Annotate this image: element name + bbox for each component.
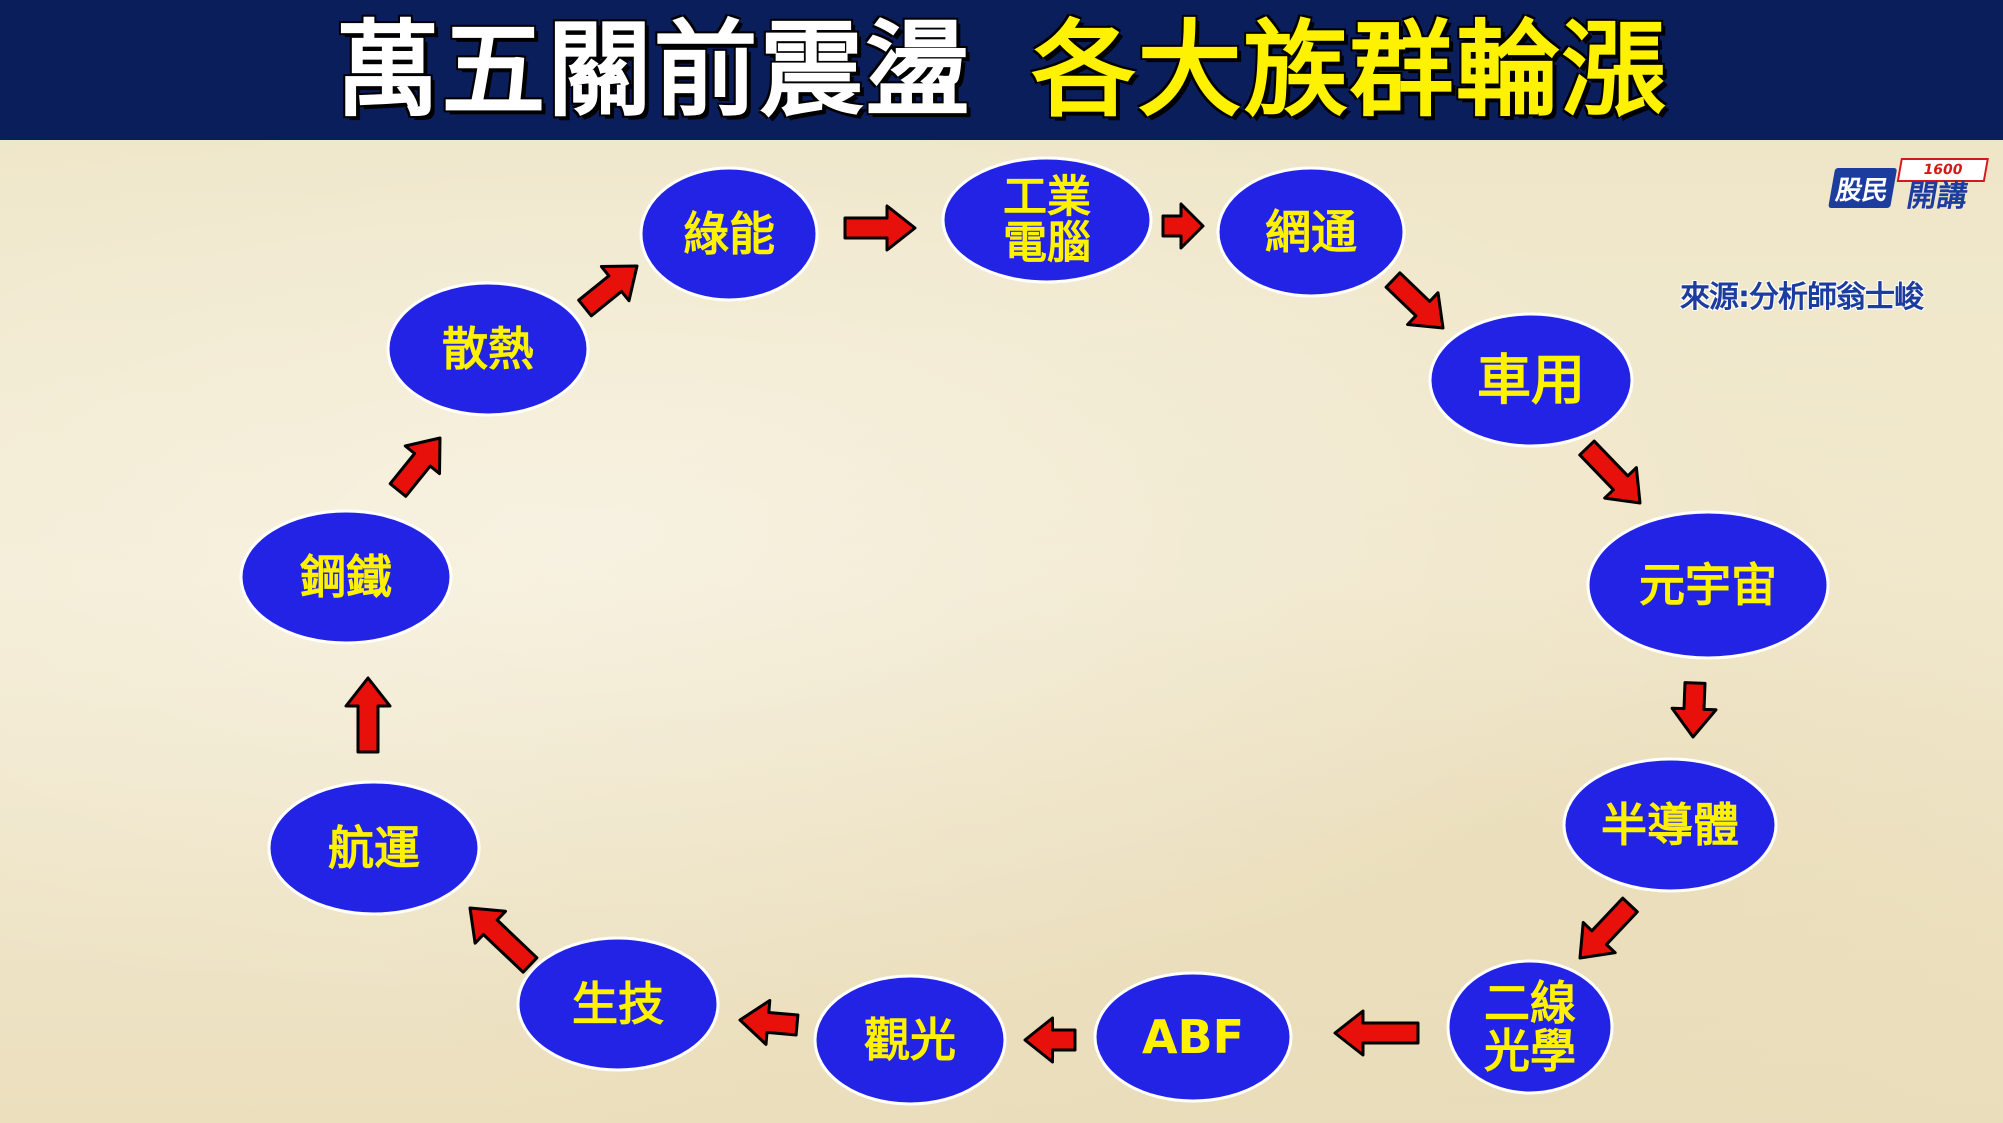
arrow-1: [843, 204, 917, 252]
node-label: 網通: [1265, 205, 1357, 259]
node-metaverse: 元宇宙: [1586, 510, 1830, 660]
node-semiconductor: 半導體: [1562, 757, 1778, 893]
arrow-11: [344, 676, 392, 754]
node-ellipse: [941, 156, 1153, 284]
node-label: 工業: [1003, 171, 1091, 222]
title-part-1: 萬五關前震盪: [335, 9, 972, 131]
node-networking: 網通: [1216, 166, 1406, 298]
arrow-12: [388, 436, 442, 498]
node-label: 元宇宙: [1639, 558, 1777, 612]
node-label: 光學: [1484, 1024, 1576, 1078]
arrow-2: [1161, 202, 1205, 250]
title-part-2: 各大族群輪漲: [1031, 9, 1668, 131]
node-biotech: 生技: [516, 936, 720, 1072]
node-ellipse: [267, 780, 481, 916]
arrow-4: [1578, 439, 1642, 505]
arrow-3: [1384, 271, 1445, 330]
source-credit: 來源:分析師翁士峻: [1680, 280, 1924, 315]
node-ellipse: [1428, 312, 1634, 448]
node-ellipse: [1562, 757, 1778, 893]
arrow-10: [468, 906, 539, 974]
node-ellipse: [386, 281, 590, 417]
node-label: 觀光: [864, 1013, 956, 1067]
node-cooling: 散熱: [386, 281, 590, 417]
node-ellipse: [239, 509, 453, 645]
node-ellipse: [1586, 510, 1830, 660]
arrow-7: [1333, 1009, 1420, 1057]
node-ellipse: [639, 166, 819, 302]
arrow-8: [1023, 1016, 1077, 1064]
arrow-6: [1578, 896, 1639, 960]
node-abf: ABF: [1093, 971, 1293, 1103]
node-shipping: 航運: [267, 780, 481, 916]
node-label: 鋼鐵: [300, 550, 392, 604]
node-ellipse: [813, 974, 1007, 1106]
logo-left-text: 股民: [1828, 168, 1898, 208]
node-ellipse: [1093, 971, 1293, 1103]
node-automotive: 車用: [1428, 312, 1634, 448]
arrow-13: [577, 264, 639, 318]
node-label: 車用: [1477, 349, 1585, 412]
node-label: 半導體: [1601, 798, 1739, 852]
arrow-5: [1670, 681, 1718, 739]
node-green-energy: 綠能: [639, 166, 819, 302]
brand-logo: 股民 1600 開講: [1828, 150, 1989, 220]
node-label: 生技: [572, 977, 664, 1031]
node-ellipse: [516, 936, 720, 1072]
node-label: 散熱: [442, 322, 534, 376]
node-tourism: 觀光: [813, 974, 1007, 1106]
logo-right-text: 開講: [1904, 179, 1971, 214]
arrow-9: [738, 999, 800, 1046]
node-label: ABF: [1142, 1010, 1244, 1064]
node-ellipse: [1216, 166, 1406, 298]
node-label: 電腦: [1003, 218, 1091, 269]
node-label: 二線: [1484, 976, 1576, 1030]
node-ellipse: [1446, 959, 1614, 1095]
node-label: 綠能: [683, 207, 775, 261]
node-steel: 鋼鐵: [239, 509, 453, 645]
node-label: 航運: [328, 821, 420, 875]
title-banner: 萬五關前震盪 各大族群輪漲: [0, 0, 2003, 140]
